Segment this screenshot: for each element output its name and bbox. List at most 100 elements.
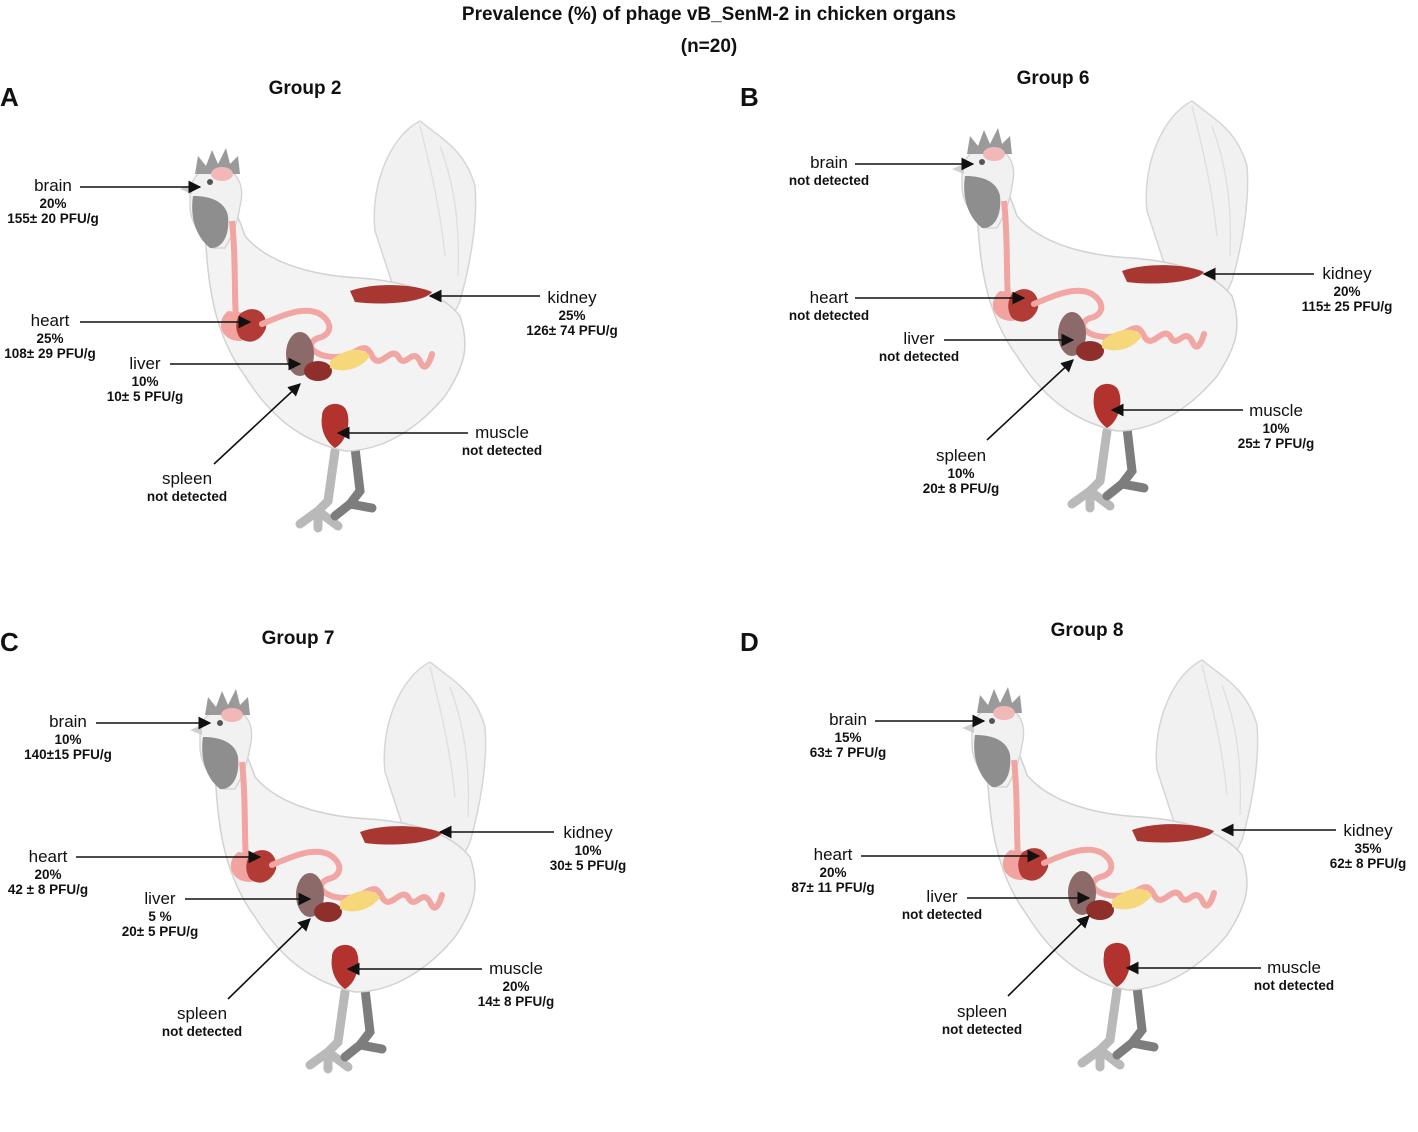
kidney-prevalence: 20% xyxy=(1333,283,1361,299)
organ-gizzard xyxy=(340,890,380,912)
chicken-body xyxy=(976,174,1238,432)
kidney-name: kidney xyxy=(563,823,613,842)
kidney-name: kidney xyxy=(1343,821,1393,840)
chicken-illustration xyxy=(855,100,1314,513)
liver-name: liver xyxy=(129,354,161,373)
muscle-name: muscle xyxy=(1267,958,1321,977)
organ-spleen xyxy=(304,361,332,381)
organ-intestine xyxy=(259,307,435,370)
chicken-body xyxy=(986,733,1248,991)
organ-spleen xyxy=(1076,341,1104,361)
organ-brain xyxy=(221,708,243,722)
organ-kidney xyxy=(1132,824,1214,843)
organ-gizzard xyxy=(1112,888,1152,910)
spleen-prevalence: not detected xyxy=(161,1023,243,1039)
panel-letter: A xyxy=(0,82,19,112)
organ-gizzard xyxy=(1102,329,1142,351)
organ-intestine xyxy=(1031,287,1207,350)
chicken-beak xyxy=(962,723,974,733)
organ-kidney xyxy=(350,285,432,304)
chicken-comb xyxy=(967,128,1012,154)
chicken-legs xyxy=(1077,982,1159,1072)
liver-titer: 10± 5 PFU/g xyxy=(106,389,184,405)
panel-letter: B xyxy=(740,82,759,112)
chicken-body xyxy=(204,194,466,452)
panel-letter: D xyxy=(740,627,759,657)
chicken-beak xyxy=(190,725,202,735)
kidney-prevalence: 25% xyxy=(558,307,586,323)
arrow-spleen xyxy=(1007,915,1090,997)
organ-intestine xyxy=(1041,846,1217,909)
spleen-prevalence: 10% xyxy=(947,465,975,481)
brain-titer: 140±15 PFU/g xyxy=(24,747,112,763)
organ-esophagus xyxy=(229,220,239,319)
chicken-illustration xyxy=(861,659,1336,1072)
brain-prevalence: 10% xyxy=(54,731,82,747)
spleen-name: spleen xyxy=(935,446,987,465)
chicken-illustration xyxy=(76,661,554,1074)
heart-titer: 42 ± 8 PFU/g xyxy=(7,882,89,898)
muscle-name: muscle xyxy=(475,423,529,442)
organ-spleen xyxy=(1086,900,1114,920)
chicken-wattle xyxy=(202,737,239,790)
kidney-name: kidney xyxy=(1322,264,1372,283)
organ-esophagus xyxy=(239,761,249,860)
brain-prevalence: not detected xyxy=(788,172,870,188)
heart-name: heart xyxy=(30,311,70,330)
kidney-titer: 62± 8 PFU/g xyxy=(1329,856,1407,872)
heart-prevalence: 20% xyxy=(819,864,847,880)
chicken-legs xyxy=(1067,423,1149,513)
arrow-spleen xyxy=(213,383,301,465)
chicken-legs xyxy=(305,984,387,1074)
chicken-comb xyxy=(195,148,240,174)
spleen-titer: 20± 8 PFU/g xyxy=(922,481,1000,497)
figure-title-line2: (n=20) xyxy=(680,36,738,57)
heart-prevalence: 20% xyxy=(34,866,62,882)
organ-gizzard xyxy=(330,349,370,371)
chicken-illustration xyxy=(80,120,540,533)
organ-muscle xyxy=(331,944,359,989)
spleen-name: spleen xyxy=(161,469,213,488)
brain-name: brain xyxy=(49,712,87,731)
group-title: Group 6 xyxy=(1016,68,1090,89)
organ-muscle xyxy=(1103,942,1131,987)
chicken-wattle xyxy=(964,176,1001,229)
kidney-name: kidney xyxy=(547,288,597,307)
kidney-prevalence: 35% xyxy=(1354,840,1382,856)
group-title: Group 8 xyxy=(1050,620,1124,641)
spleen-name: spleen xyxy=(176,1004,228,1023)
heart-prevalence: 25% xyxy=(36,330,64,346)
heart-titer: 87± 11 PFU/g xyxy=(791,880,875,896)
figure-title-line1: Prevalence (%) of phage vB_SenM-2 in chi… xyxy=(461,4,957,25)
organ-intestine xyxy=(269,848,445,911)
heart-prevalence: not detected xyxy=(788,307,870,323)
brain-titer: 63± 7 PFU/g xyxy=(809,745,887,761)
liver-prevalence: not detected xyxy=(901,906,983,922)
chicken-legs xyxy=(295,443,377,533)
spleen-prevalence: not detected xyxy=(941,1021,1023,1037)
kidney-titer: 126± 74 PFU/g xyxy=(526,323,618,339)
heart-titer: 108± 29 PFU/g xyxy=(4,346,96,362)
liver-prevalence: 5 % xyxy=(148,908,172,924)
